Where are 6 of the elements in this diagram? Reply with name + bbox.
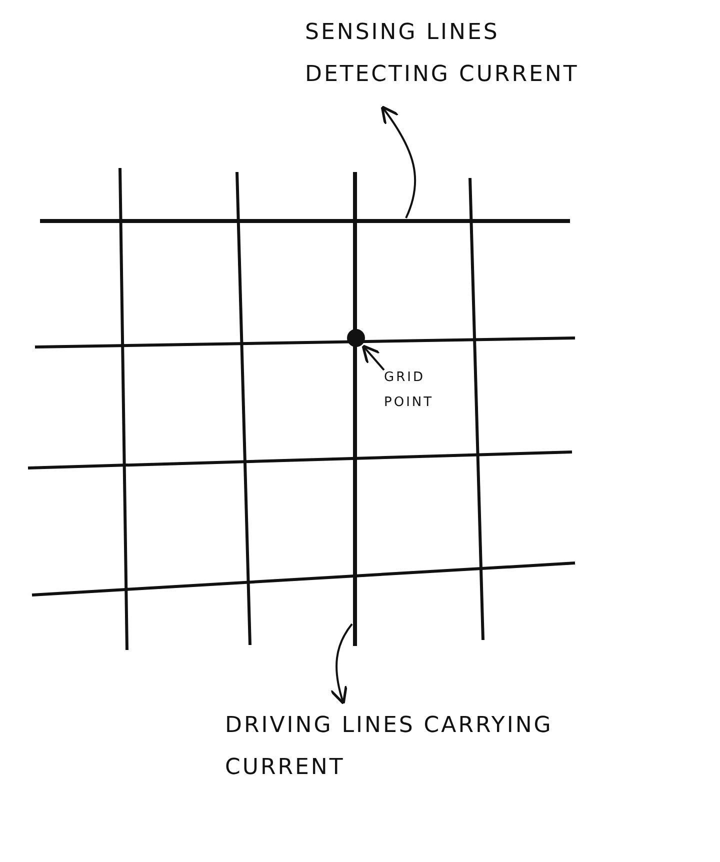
annotation-text: SENSING LINES DETECTING CURRENT: [305, 12, 635, 96]
annotation-text: GRID POINT: [384, 366, 454, 416]
curved-arrow: [330, 623, 353, 705]
annotation-text: DRIVING LINES CARRYING CURRENT: [225, 705, 555, 789]
curved-arrow: [362, 344, 385, 371]
curved-arrow: [380, 105, 416, 218]
